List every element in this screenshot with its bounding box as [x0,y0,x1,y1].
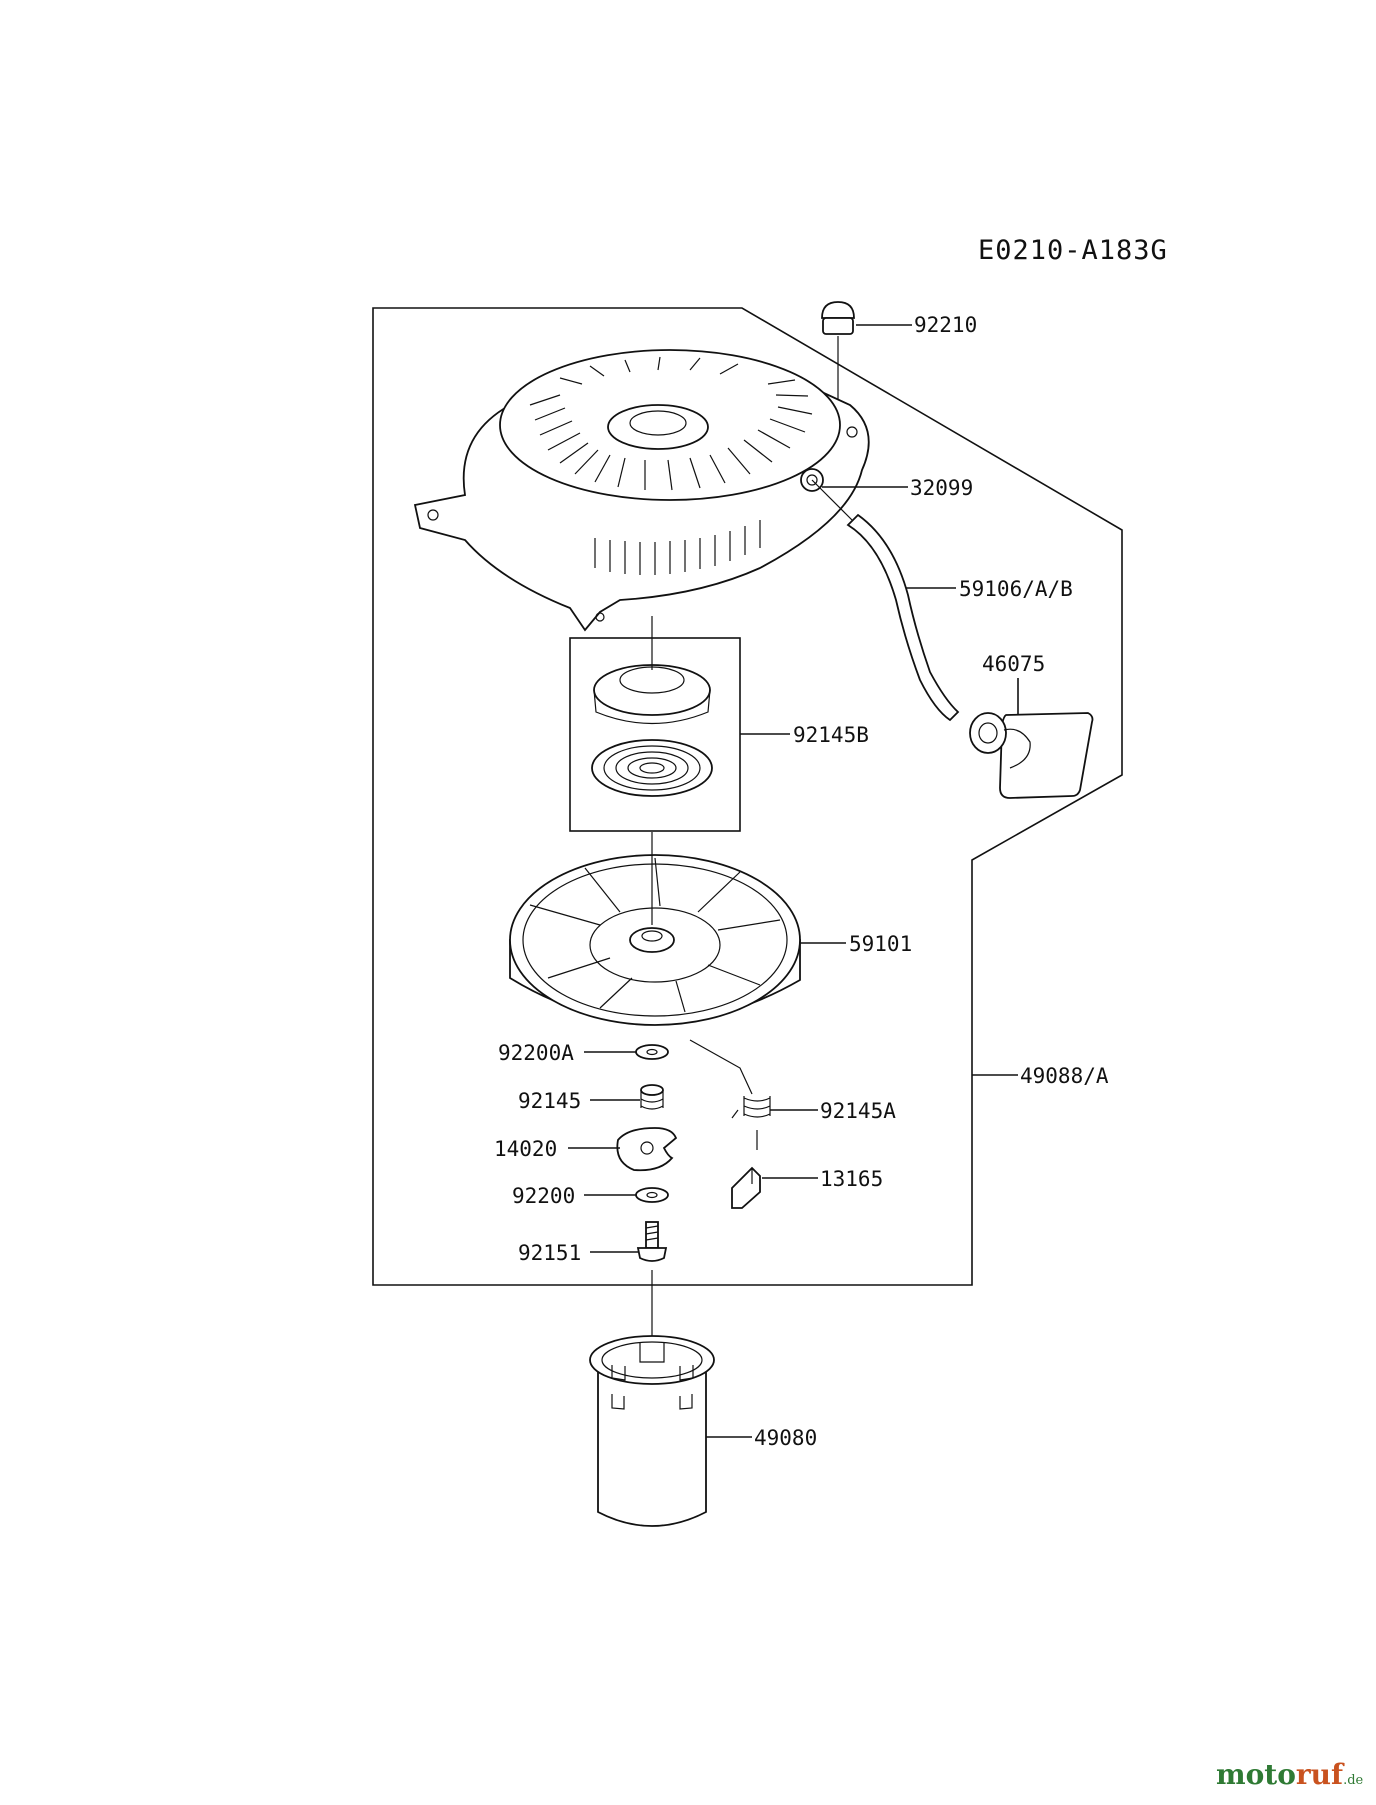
cover-vent-slots [529,356,813,491]
callout-92145: 92145 [518,1089,581,1113]
starter-rope-part [811,479,960,722]
callout-92145A: 92145A [820,1099,896,1123]
callout-92200A: 92200A [498,1041,574,1065]
callout-14020: 14020 [494,1137,557,1161]
callout-92210: 92210 [914,313,977,337]
washer-92200-part [635,1187,669,1203]
rope-reel-part [509,854,801,1026]
callout-92200: 92200 [512,1184,575,1208]
ratchet-14020-part [616,1127,678,1172]
callout-92145B: 92145B [793,723,869,747]
svg-text:motoruf.de: motoruf.de [1216,1758,1364,1791]
spring-case-part [593,664,711,725]
starter-cup-part [589,1335,715,1527]
watermark-part1: moto [1216,1758,1296,1791]
callout-92151: 92151 [518,1241,581,1265]
cover-side-slots [594,520,761,575]
callout-46075: 46075 [982,652,1045,676]
callout-59101: 59101 [849,932,912,956]
spring-92145-part [640,1084,664,1110]
washer-92200A-part [635,1044,669,1060]
diagram-code: E0210-A183G [978,235,1168,266]
callout-49088: 49088/A [1020,1064,1109,1088]
starter-handle-part [969,712,1094,799]
spring-92145A-part [689,1039,771,1150]
callout-32099: 32099 [910,476,973,500]
reel-spokes [529,857,781,1013]
callout-59106: 59106/A/B [959,577,1073,601]
site-watermark: motoruf.de [1216,1758,1364,1791]
watermark-part2: ruf [1296,1758,1345,1791]
callout-13165: 13165 [820,1167,883,1191]
pawl-13165-part [731,1166,761,1209]
recoil-cover-part [413,349,870,632]
spiral-spring-part [591,739,713,797]
watermark-suffix: .de [1343,1773,1363,1788]
callout-49080: 49080 [754,1426,817,1450]
cap-nut-part [821,301,855,400]
bolt-92151-part [636,1221,668,1262]
assembly-outline [372,307,1123,1286]
